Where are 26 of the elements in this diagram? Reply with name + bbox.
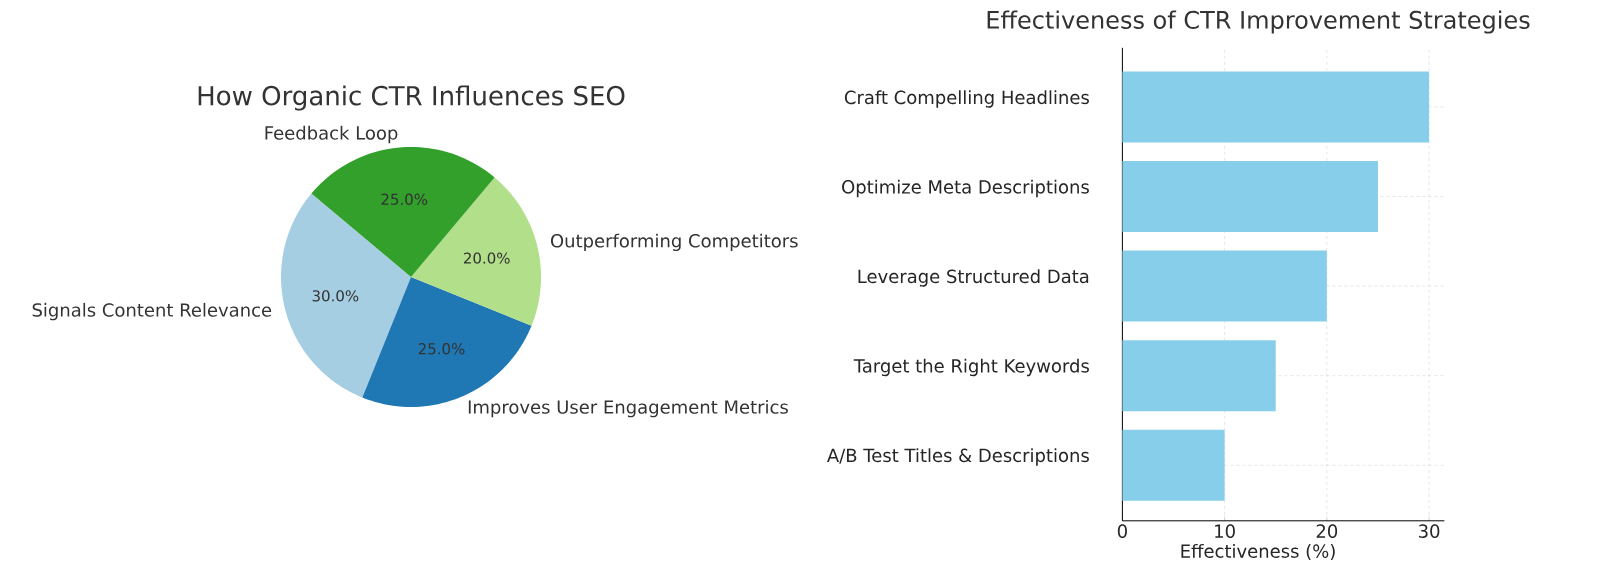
- tick-label: A/B Test Titles & Descriptions: [827, 448, 1089, 466]
- x-tick-label: 10: [1215, 524, 1235, 538]
- axis-label: Effectiveness (%): [1181, 543, 1335, 560]
- percent-label: 25.0%: [418, 343, 465, 355]
- x-tick-label: 30: [1418, 524, 1440, 538]
- bar: [1122, 71, 1430, 143]
- chart-title: How Organic CTR Influences SEO: [198, 85, 625, 111]
- slice-label: Feedback Loop: [265, 125, 398, 144]
- percent-label: 25.0%: [381, 193, 428, 205]
- tick-label: Craft Compelling Headlines: [844, 90, 1089, 108]
- x-tick-label: 0: [1117, 524, 1127, 538]
- chart-title: Effectiveness of CTR Improvement Strategies: [987, 10, 1530, 34]
- bar: [1122, 340, 1276, 412]
- bar: [1122, 429, 1225, 501]
- tick-label: Optimize Meta Descriptions: [842, 179, 1089, 198]
- bar: [1122, 161, 1378, 233]
- percent-label: 20.0%: [463, 252, 510, 264]
- bar: [1122, 250, 1327, 322]
- bar-chart-drawing: 0 10 20 30: [1117, 47, 1445, 538]
- tick-label: Leverage Structured Data: [858, 269, 1089, 287]
- slice-label: Improves User Engagement Metrics: [468, 399, 788, 418]
- tick-label: Target the Right Keywords: [853, 358, 1089, 377]
- slice-label: Outperforming Competitors: [550, 233, 798, 252]
- x-tick-label: 20: [1316, 524, 1338, 538]
- slice-label: Signals Content Relevance: [32, 302, 272, 321]
- percent-label: 30.0%: [312, 290, 359, 302]
